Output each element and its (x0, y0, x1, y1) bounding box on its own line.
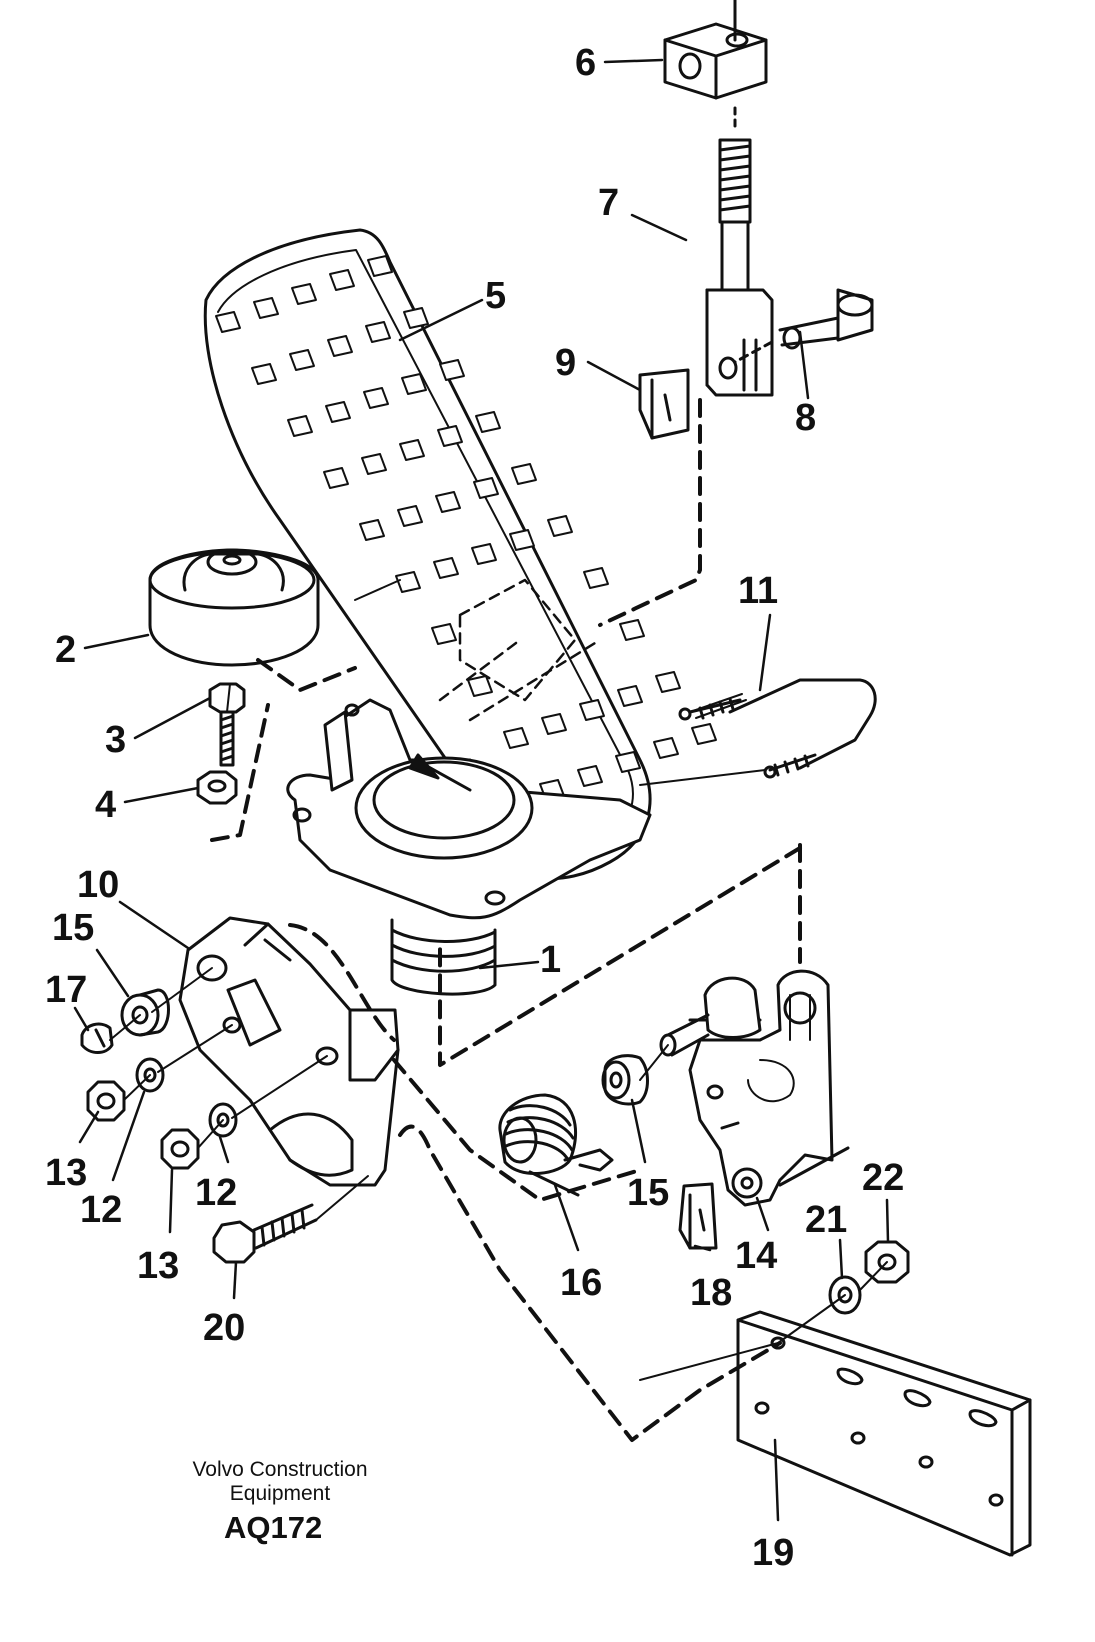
tread-diamond (329, 269, 355, 291)
tread-diamond (547, 515, 573, 537)
label-part-18: 18 (690, 1272, 732, 1314)
tread-diamond (365, 321, 391, 343)
tread-diamond (399, 439, 425, 461)
part-1-pedal-base (286, 698, 652, 996)
tread-diamond (511, 463, 537, 485)
tread-diamond (583, 567, 609, 589)
tread-diamond (579, 699, 605, 721)
label-part-13-left: 13 (45, 1152, 87, 1194)
label-part-21: 21 (805, 1199, 847, 1241)
tread-diamond (619, 619, 645, 641)
tread-diamond (287, 415, 313, 437)
part-7-threaded-rod (705, 106, 774, 397)
tread-diamond (361, 453, 387, 475)
part-6-clamp-block (663, 0, 768, 100)
part-18-clip (678, 1182, 718, 1250)
tread-diamond (251, 363, 277, 385)
tread-diamond (289, 349, 315, 371)
label-part-22: 22 (862, 1157, 904, 1199)
drawing-code: AQ172 (224, 1510, 322, 1545)
tread-diamond (541, 713, 567, 735)
tread-diamond (397, 505, 423, 527)
tread-diamond (437, 425, 463, 447)
label-part-19: 19 (752, 1532, 794, 1574)
label-part-1: 1 (540, 939, 561, 981)
part-2-rubber-stop (148, 548, 320, 667)
tread-diamond (435, 491, 461, 513)
label-part-4: 4 (95, 784, 116, 826)
label-part-14: 14 (735, 1235, 777, 1277)
label-part-17: 17 (45, 969, 87, 1011)
alignment-lines (109, 579, 888, 1381)
part-17-clip (80, 1022, 114, 1054)
label-part-15-right: 15 (627, 1172, 669, 1214)
part-15-bushing-right (601, 1054, 649, 1106)
label-part-10: 10 (77, 864, 119, 906)
label-part-3: 3 (105, 719, 126, 761)
tread-diamond (433, 557, 459, 579)
tread-diamond (467, 675, 493, 697)
label-part-6: 6 (575, 42, 596, 84)
label-part-2: 2 (55, 629, 76, 671)
part-16-torsion-spring (498, 1093, 614, 1197)
label-part-12-left: 12 (80, 1189, 122, 1231)
label-part-8: 8 (795, 397, 816, 439)
tread-diamond (475, 411, 501, 433)
tread-diamond (291, 283, 317, 305)
tread-diamond (327, 335, 353, 357)
brand-line-1: Volvo Construction (192, 1458, 367, 1481)
tread-diamond (325, 401, 351, 423)
tread-diamond (503, 727, 529, 749)
label-part-20: 20 (203, 1307, 245, 1349)
tread-diamond (215, 311, 241, 333)
tread-diamond (401, 373, 427, 395)
part-19-plate (736, 1310, 1032, 1557)
part-4-nut (196, 770, 238, 805)
label-part-9: 9 (555, 342, 576, 384)
label-part-5: 5 (485, 275, 506, 317)
tread-diamond (253, 297, 279, 319)
assembly-dashed-lines (210, 398, 802, 1442)
tread-diamond (615, 751, 641, 773)
part-13-nut-upper (86, 1080, 126, 1122)
label-part-11: 11 (738, 570, 778, 612)
part-3-screw (208, 682, 246, 767)
tread-diamond (653, 737, 679, 759)
part-8-clevis-pin (733, 288, 874, 364)
part-20-bolt (212, 1203, 318, 1264)
tread-diamond (617, 685, 643, 707)
tread-diamond (359, 519, 385, 541)
label-part-12-right: 12 (195, 1172, 237, 1214)
tread-diamond (577, 765, 603, 787)
tread-diamond (431, 623, 457, 645)
label-part-13-right: 13 (137, 1245, 179, 1287)
tread-diamond (655, 671, 681, 693)
tread-diamond (403, 307, 429, 329)
label-part-16: 16 (560, 1262, 602, 1304)
part-9-spring-clip (638, 368, 690, 440)
part-14-lever (659, 969, 850, 1207)
brand-line-2: Equipment (230, 1482, 331, 1505)
tread-diamond (439, 359, 465, 381)
tread-diamond (509, 529, 535, 551)
part-13-nut-lower (160, 1128, 200, 1170)
tread-diamond (691, 723, 717, 745)
tread-diamond (367, 255, 393, 277)
label-part-7: 7 (598, 182, 619, 224)
pedal-arm-hidden (438, 578, 602, 722)
tread-diamond (395, 571, 421, 593)
part-10-bracket (178, 916, 400, 1187)
part-11-return-spring (639, 678, 877, 786)
leader-lines (73, 58, 890, 1522)
tread-diamond (363, 387, 389, 409)
tread-diamond (323, 467, 349, 489)
tread-diamond (471, 543, 497, 565)
label-part-15-left: 15 (52, 907, 94, 949)
tread-diamond (473, 477, 499, 499)
